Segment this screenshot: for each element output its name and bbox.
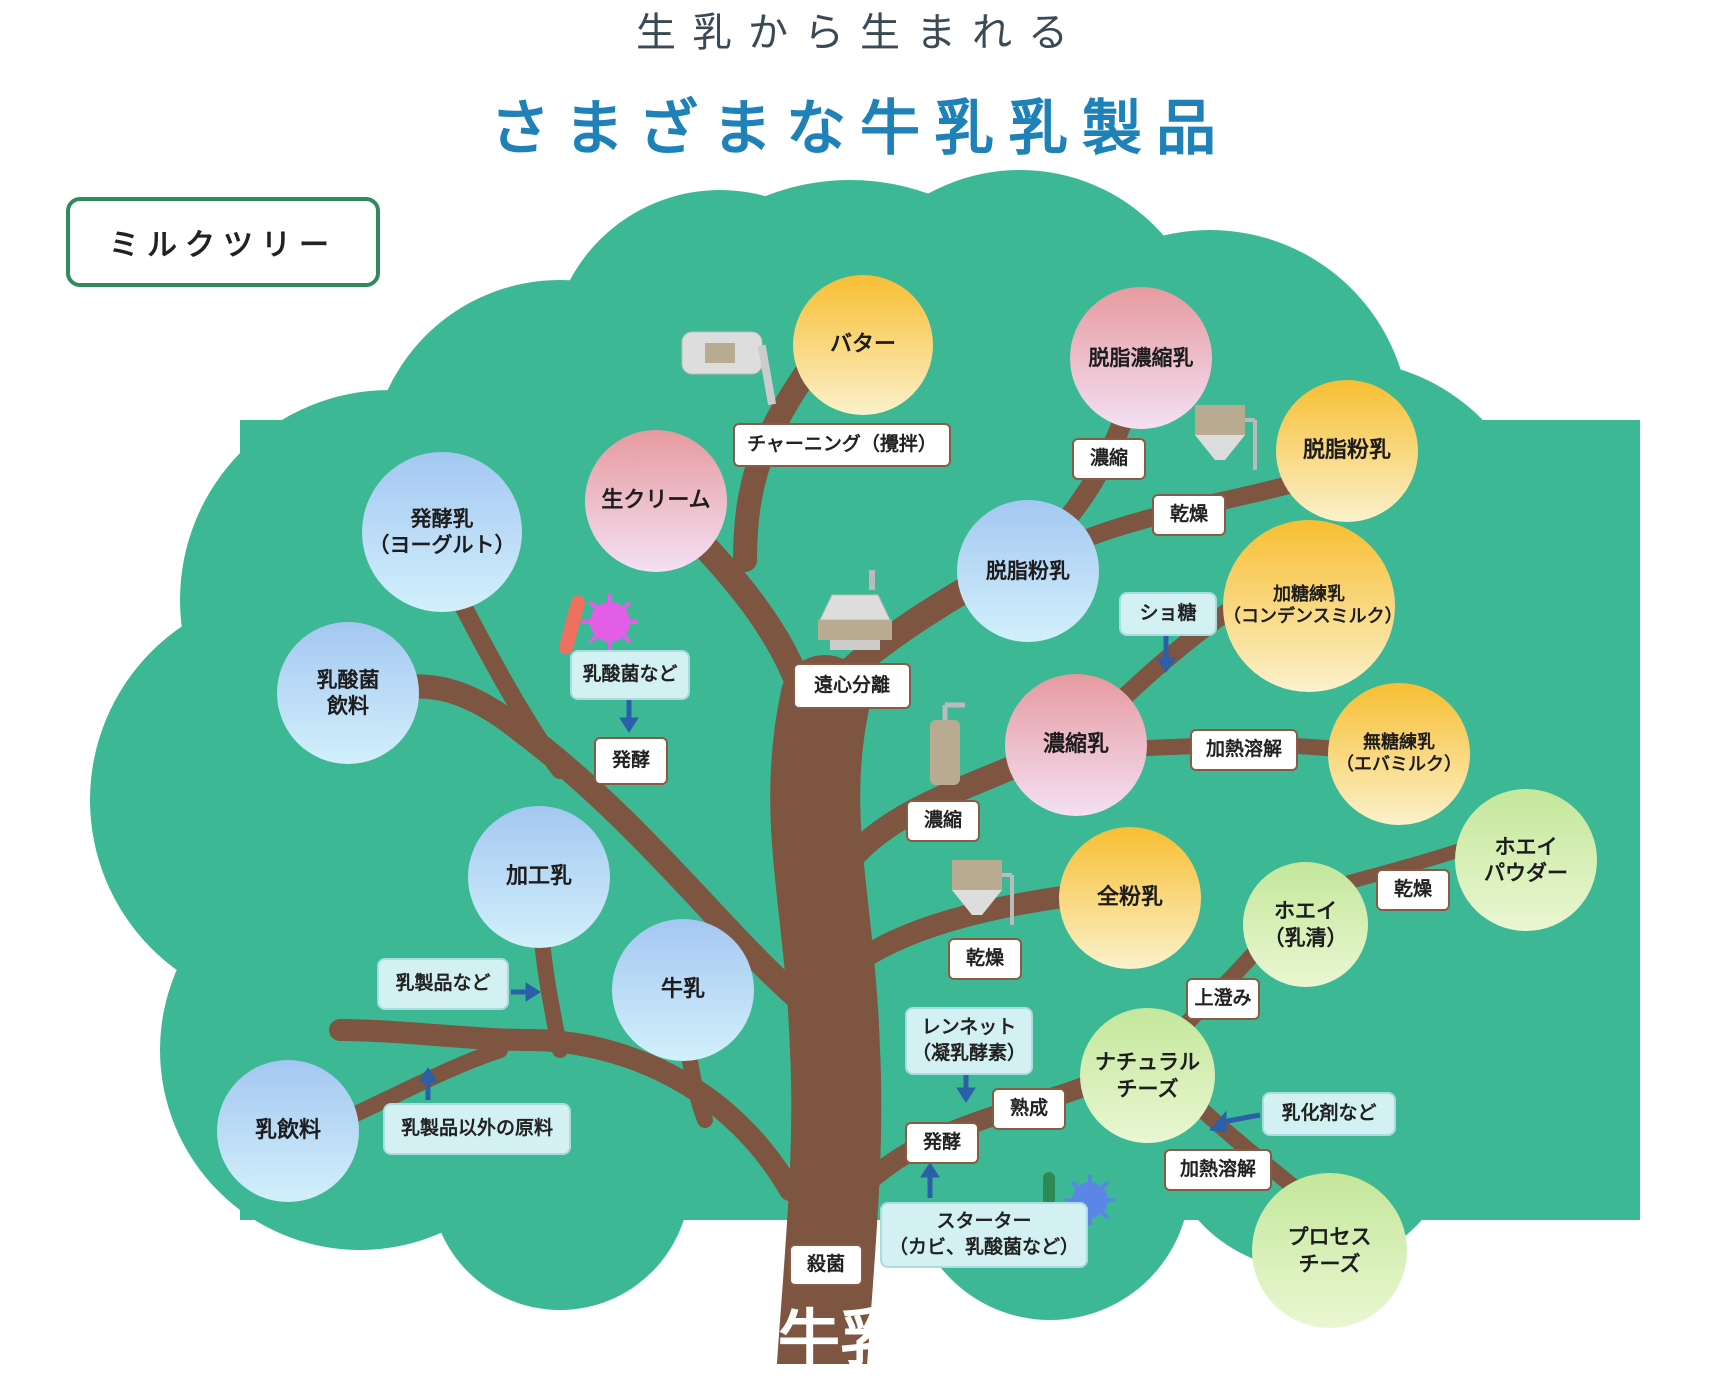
process-sterilize: 殺菌 [789, 1244, 863, 1286]
process-churning: チャーニング（攪拌） [733, 423, 951, 467]
dryer-icon [1195, 405, 1257, 470]
additive-emulsifier: 乳化剤など [1262, 1092, 1396, 1136]
centrifuge-icon [818, 570, 892, 650]
node-processed-milk: 加工乳 [468, 806, 610, 948]
additive-dairy-products: 乳製品など [377, 958, 509, 1010]
page-subtitle: 生乳から生まれる [636, 10, 1084, 56]
process-ripen: 熟成 [992, 1088, 1066, 1130]
node-whey-powder: ホエイ パウダー [1455, 789, 1597, 931]
additive-starter: スターター （カビ、乳酸菌など） [880, 1202, 1088, 1268]
additive-arrows [418, 636, 1261, 1198]
node-fresh-cream: 生クリーム [585, 430, 727, 572]
process-concentrate-mid: 濃縮 [906, 800, 980, 842]
page-title: さまざまな牛乳乳製品 [490, 94, 1230, 164]
node-skim-milk-powder: 脱脂粉乳 [957, 500, 1099, 642]
process-ferment-left: 発酵 [594, 737, 668, 785]
churn-machine-icon [681, 331, 777, 406]
node-lactic-acid-drink: 乳酸菌 飲料 [277, 622, 419, 764]
node-whole-milk-powder: 全粉乳 [1059, 827, 1201, 969]
milk-tree-badge: ミルクツリー [66, 197, 380, 287]
process-clarify: 上澄み [1186, 978, 1260, 1020]
node-concentrated-milk: 濃縮乳 [1005, 674, 1147, 816]
node-fermented-milk: 発酵乳 （ヨーグルト） [362, 452, 522, 612]
additive-rennet: レンネット （凝乳酵素） [905, 1007, 1033, 1075]
node-skim-milk-powder-top: 脱脂粉乳 [1276, 380, 1418, 522]
node-butter: バター [793, 275, 933, 415]
node-skim-concentrated-milk: 脱脂濃縮乳 [1070, 287, 1212, 429]
process-dry-top: 乾燥 [1152, 494, 1226, 536]
process-dry-whey: 乾燥 [1376, 869, 1450, 911]
process-ferment-right: 発酵 [905, 1122, 979, 1164]
node-evaporated-milk: 無糖練乳 （エバミルク） [1328, 683, 1470, 825]
additive-sugar: ショ糖 [1119, 592, 1217, 636]
trunk-root-label: 牛乳 [777, 1302, 902, 1375]
spray-dryer-icon [952, 860, 1014, 925]
process-concentrate-top: 濃縮 [1072, 438, 1146, 480]
node-sweetened-condensed-milk: 加糖練乳 （コンデンスミルク） [1223, 520, 1403, 692]
node-milk: 牛乳 [612, 919, 754, 1061]
node-processed-cheese: プロセス チーズ [1252, 1173, 1407, 1328]
process-dry-whole: 乾燥 [948, 938, 1022, 980]
evaporator-icon [930, 702, 965, 785]
process-centrifuge: 遠心分離 [793, 663, 911, 709]
additive-lactic-bacteria: 乳酸菌など [570, 650, 690, 700]
node-natural-cheese: ナチュラル チーズ [1080, 1008, 1215, 1143]
lactic-bacteria-icon [559, 594, 638, 655]
node-milk-beverage: 乳飲料 [217, 1060, 359, 1202]
node-whey: ホエイ （乳清） [1243, 862, 1368, 987]
process-heat-dissolve-mid: 加熱溶解 [1190, 729, 1298, 771]
additive-non-dairy: 乳製品以外の原料 [383, 1103, 571, 1155]
process-heat-dissolve-low: 加熱溶解 [1164, 1149, 1272, 1191]
